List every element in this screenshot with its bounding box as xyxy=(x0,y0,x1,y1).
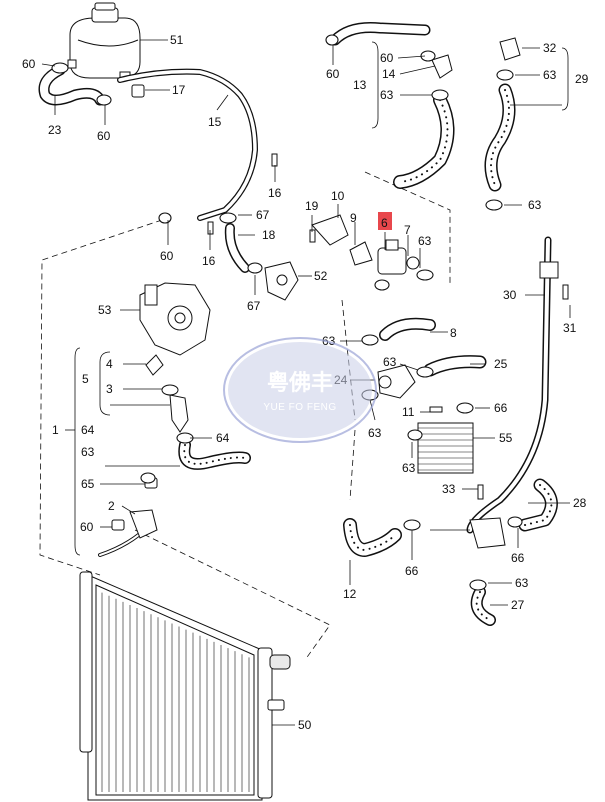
callout-14: 14 xyxy=(382,67,396,81)
callout-64-hose: 64 xyxy=(216,431,230,445)
callout-4: 4 xyxy=(106,357,113,371)
watermark-sub-text: YUE FO FENG xyxy=(263,402,336,413)
callout-32: 32 xyxy=(543,41,557,55)
callout-labels: 51 60 23 60 17 15 16 60 60 14 13 63 32 6… xyxy=(22,33,589,732)
callout-63-hose-29-bottom: 63 xyxy=(528,198,542,212)
callout-10: 10 xyxy=(331,189,345,203)
callout-19: 19 xyxy=(305,199,319,213)
callout-16-top: 16 xyxy=(268,186,282,200)
callout-8: 8 xyxy=(450,326,457,340)
hoses xyxy=(38,22,558,626)
callout-60-left-pipe: 60 xyxy=(160,249,174,263)
callout-12: 12 xyxy=(343,587,357,601)
callout-11: 11 xyxy=(402,405,415,419)
callout-17: 17 xyxy=(172,83,186,97)
highlight-box-part-6 xyxy=(378,212,392,230)
callout-66-hose-12: 66 xyxy=(405,564,419,578)
callout-25: 25 xyxy=(494,357,508,371)
callout-53: 53 xyxy=(98,303,112,317)
callout-9: 9 xyxy=(350,211,357,225)
callout-63-hose-29-top: 63 xyxy=(543,68,557,82)
callout-60-top-hose: 60 xyxy=(326,67,340,81)
callout-66-junction: 66 xyxy=(511,551,525,565)
callout-63-hose-25: 63 xyxy=(383,355,397,369)
callout-63-hose-13: 63 xyxy=(380,88,394,102)
callout-64-left: 64 xyxy=(81,423,95,437)
callout-15: 15 xyxy=(208,115,222,129)
callout-67-top: 67 xyxy=(256,208,270,222)
callout-55: 55 xyxy=(499,431,513,445)
callout-60-hose-13: 60 xyxy=(380,51,394,65)
callout-13: 13 xyxy=(353,78,367,92)
callout-16-bottom: 16 xyxy=(202,254,216,268)
components xyxy=(111,37,569,549)
watermark-main-text: 粤佛丰 xyxy=(267,370,333,396)
callout-65: 65 xyxy=(81,477,95,491)
callout-66-cooler: 66 xyxy=(494,401,508,415)
callout-5: 5 xyxy=(82,372,89,386)
callout-23: 23 xyxy=(48,123,62,137)
callout-51: 51 xyxy=(170,33,184,47)
radiator xyxy=(79,571,291,801)
callout-29: 29 xyxy=(575,72,589,86)
callout-60-tank-right: 60 xyxy=(97,129,111,143)
leader-lines xyxy=(41,39,571,726)
callout-6: 6 xyxy=(381,216,388,230)
callout-50: 50 xyxy=(298,718,312,732)
callout-28: 28 xyxy=(573,496,587,510)
callout-63-valve: 63 xyxy=(368,426,382,440)
callout-27: 27 xyxy=(511,598,525,612)
callout-63-pump: 63 xyxy=(418,234,432,248)
callout-63-hose-27: 63 xyxy=(515,576,529,590)
callout-2: 2 xyxy=(108,499,115,513)
callout-31: 31 xyxy=(563,321,577,335)
callout-1: 1 xyxy=(52,423,59,437)
callout-30: 30 xyxy=(503,288,517,302)
callout-60-bottom: 60 xyxy=(80,520,94,534)
callout-18: 18 xyxy=(262,228,276,242)
callout-7: 7 xyxy=(404,223,411,237)
watermark-logo: 粤佛丰 YUE FO FENG xyxy=(223,337,377,443)
callout-60-tank-left: 60 xyxy=(22,57,36,71)
callout-3: 3 xyxy=(106,382,113,396)
callout-52: 52 xyxy=(314,269,328,283)
clamps xyxy=(51,34,523,591)
callout-67-bottom: 67 xyxy=(247,299,261,313)
callout-63-left: 63 xyxy=(81,445,95,459)
callout-63-cooler: 63 xyxy=(402,461,416,475)
callout-33: 33 xyxy=(442,482,456,496)
expansion-tank xyxy=(67,2,141,81)
